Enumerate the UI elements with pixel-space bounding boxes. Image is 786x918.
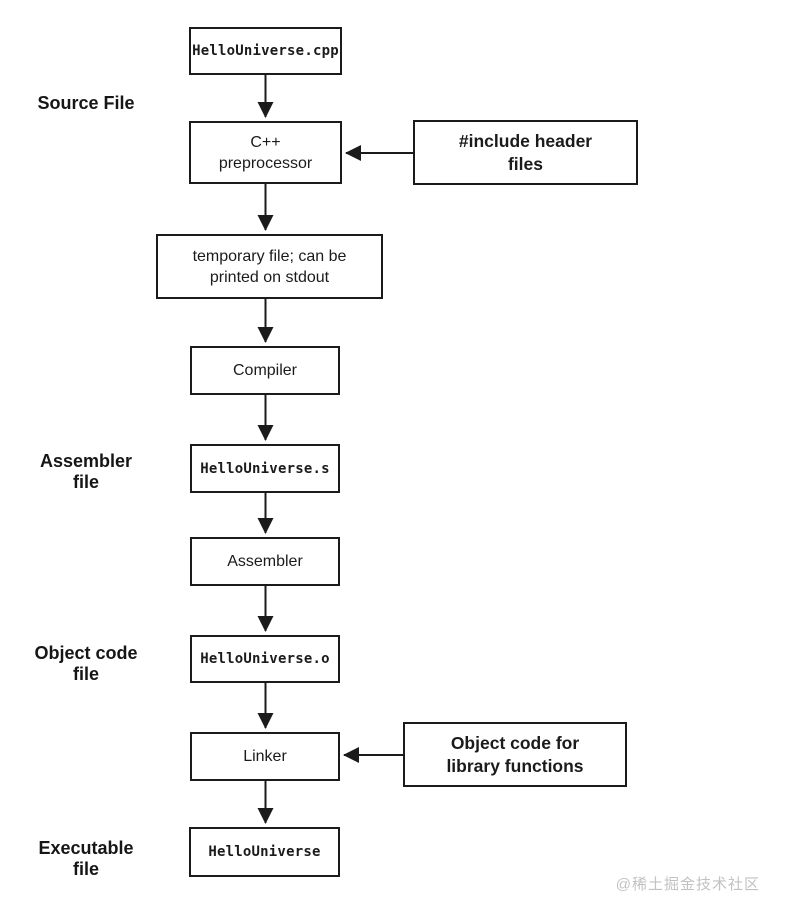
node-assembler: Assembler bbox=[190, 537, 340, 586]
label-executable-file: Executable file bbox=[4, 838, 168, 880]
node-compiler-label: Compiler bbox=[232, 362, 297, 379]
node-temporary-file-line1: temporary file; can be bbox=[192, 247, 347, 265]
node-library-object-code-line1: Object code for bbox=[450, 732, 580, 753]
label-object-code-file-line1: Object code bbox=[34, 643, 138, 663]
node-preprocessor: C++ preprocessor bbox=[189, 121, 342, 184]
label-assembler-file: Assembler file bbox=[4, 451, 168, 493]
node-assembler-file-s: HelloUniverse.s bbox=[190, 444, 340, 493]
node-preprocessor-line1: C++ bbox=[250, 133, 281, 151]
label-object-code-file-line2: file bbox=[72, 664, 99, 684]
label-assembler-file-line1: Assembler bbox=[39, 451, 133, 471]
label-source-file-text: Source File bbox=[37, 93, 135, 113]
node-preprocessor-line2: preprocessor bbox=[218, 154, 313, 172]
node-include-headers-line1: #include header bbox=[458, 130, 593, 151]
node-library-object-code: Object code for library functions bbox=[403, 722, 627, 787]
label-executable-file-line1: Executable bbox=[38, 838, 134, 858]
node-temporary-file-line2: printed on stdout bbox=[209, 268, 330, 286]
node-executable: HelloUniverse bbox=[189, 827, 340, 877]
watermark: @稀土掘金技术社区 bbox=[615, 876, 760, 893]
node-assembler-file-s-label: HelloUniverse.s bbox=[200, 460, 330, 477]
node-include-headers: #include header files bbox=[413, 120, 638, 185]
node-temporary-file: temporary file; can be printed on stdout bbox=[156, 234, 383, 299]
node-object-file-o: HelloUniverse.o bbox=[190, 635, 340, 683]
node-library-object-code-line2: library functions bbox=[446, 755, 584, 776]
label-assembler-file-line2: file bbox=[72, 472, 99, 492]
node-include-headers-line2: files bbox=[507, 153, 544, 174]
node-assembler-label: Assembler bbox=[227, 553, 303, 570]
label-object-code-file: Object code file bbox=[4, 643, 168, 685]
node-source-file-cpp: HelloUniverse.cpp bbox=[189, 27, 342, 75]
node-source-file-cpp-label: HelloUniverse.cpp bbox=[192, 43, 339, 59]
node-executable-label: HelloUniverse bbox=[208, 844, 321, 860]
node-compiler: Compiler bbox=[190, 346, 340, 395]
node-linker-label: Linker bbox=[243, 748, 287, 765]
node-linker: Linker bbox=[190, 732, 340, 781]
label-source-file: Source File bbox=[4, 93, 168, 114]
label-executable-file-line2: file bbox=[72, 859, 99, 879]
node-object-file-o-label: HelloUniverse.o bbox=[200, 651, 330, 667]
